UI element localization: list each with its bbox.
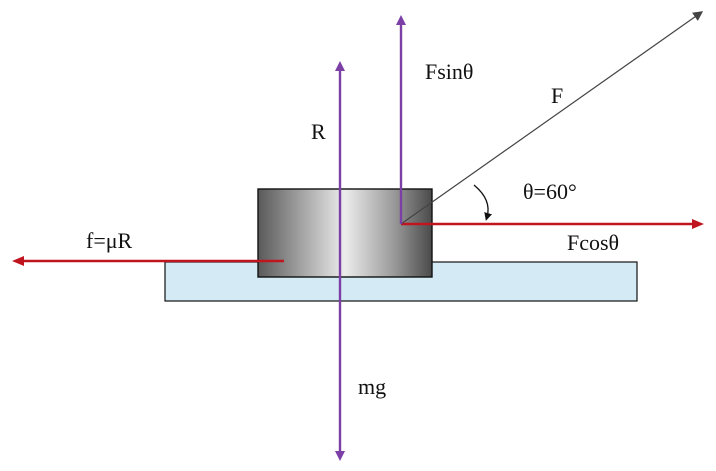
fcos-label: Fcosθ [567, 230, 619, 255]
applied-force-label: F [551, 83, 563, 108]
normal-reaction-label: R [311, 119, 326, 144]
weight-label: mg [358, 374, 386, 399]
angle-arc [473, 184, 492, 221]
fsin-label: Fsinθ [425, 59, 473, 84]
friction-label: f=μR [86, 228, 133, 253]
applied-force-arrow [400, 11, 704, 225]
block [257, 188, 433, 278]
angle-label: θ=60° [523, 179, 577, 204]
